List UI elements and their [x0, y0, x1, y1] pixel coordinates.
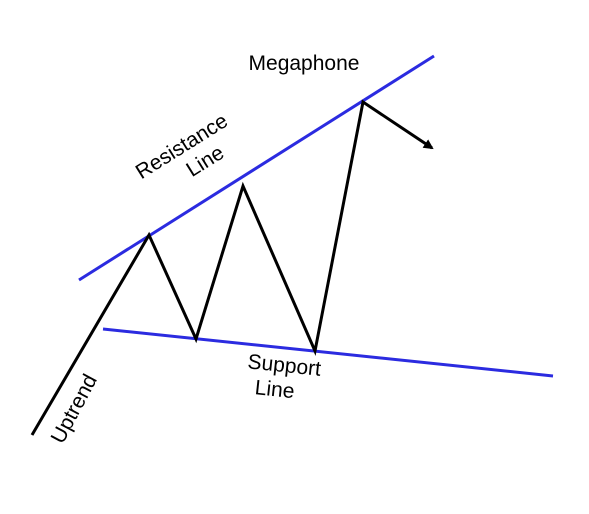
- uptrend-label: Uptrend: [47, 371, 102, 448]
- price-path: [30, 99, 434, 436]
- support-label-line2: Line: [254, 376, 296, 403]
- support-line: [102, 327, 554, 378]
- title: Megaphone: [249, 52, 360, 75]
- resistance-line: [78, 54, 435, 282]
